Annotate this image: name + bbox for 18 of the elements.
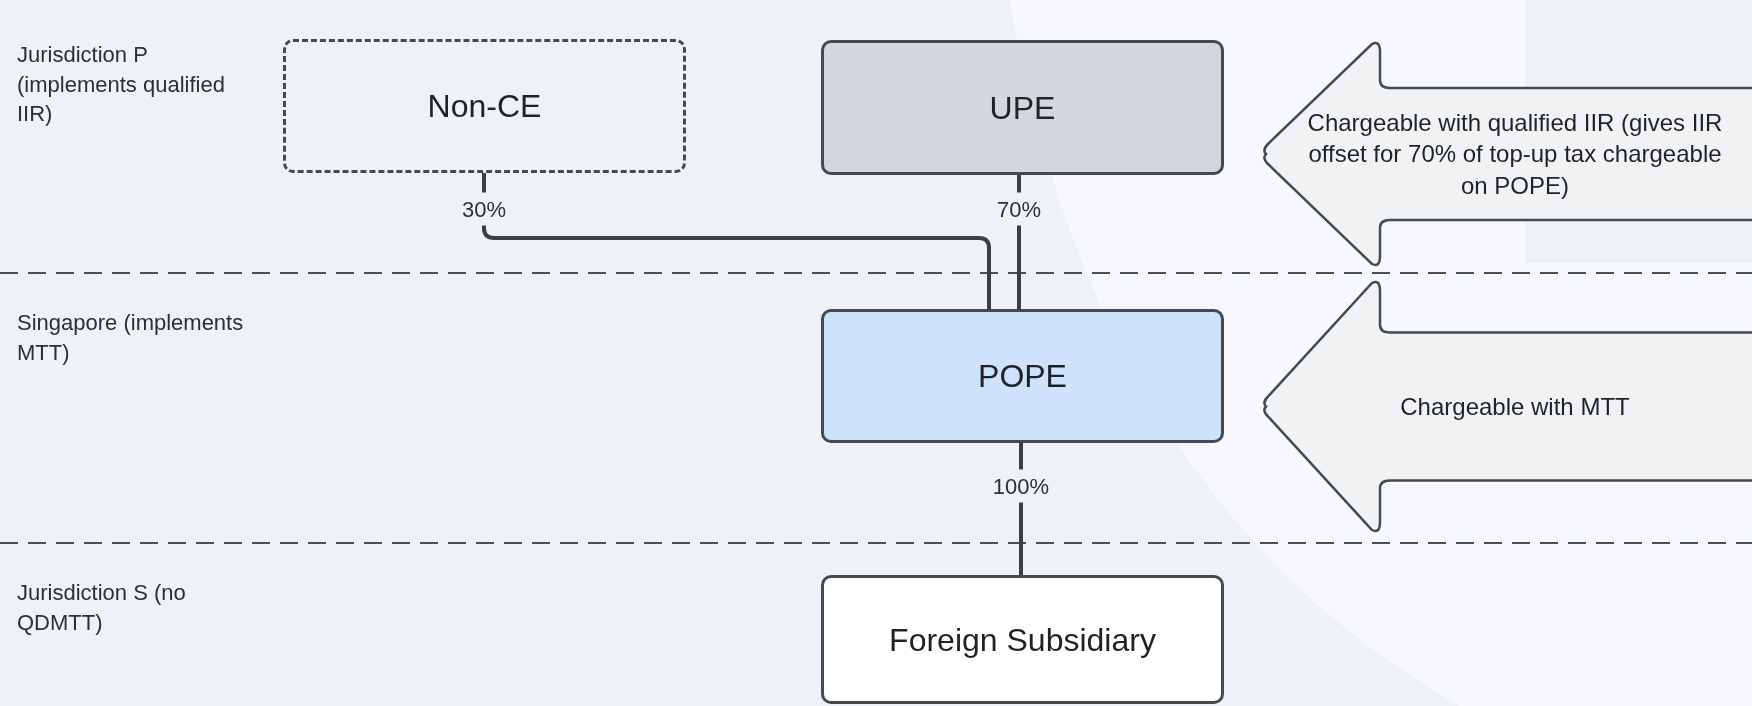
box-label: UPE (989, 88, 1056, 128)
box-label: Foreign Subsidiary (889, 620, 1156, 660)
arrow-text: Chargeable with qualified IIR (gives IIR offset for 70% of top-up tax chargeable on POPE) (1306, 108, 1724, 201)
entity-box (283, 39, 686, 173)
callout-arrow (1262, 279, 1752, 534)
entity-box (821, 40, 1224, 175)
jurisdiction-label: Jurisdiction S (no QDMTT) (17, 579, 187, 637)
box-label: Non-CE (427, 87, 542, 126)
connector-line (482, 173, 991, 309)
edge-label: 30% (460, 192, 508, 226)
entity-box (821, 575, 1224, 704)
edge-label: 70% (995, 192, 1043, 226)
box-label: POPE (978, 357, 1067, 396)
arrow-text: Chargeable with MTT (1400, 391, 1630, 422)
jurisdiction-label: Jurisdiction P (implements qualified IIR) (17, 41, 226, 129)
jurisdiction-label: Singapore (implements MTT) (17, 309, 245, 367)
entity-box (821, 309, 1224, 443)
callout-arrow (1262, 40, 1752, 268)
